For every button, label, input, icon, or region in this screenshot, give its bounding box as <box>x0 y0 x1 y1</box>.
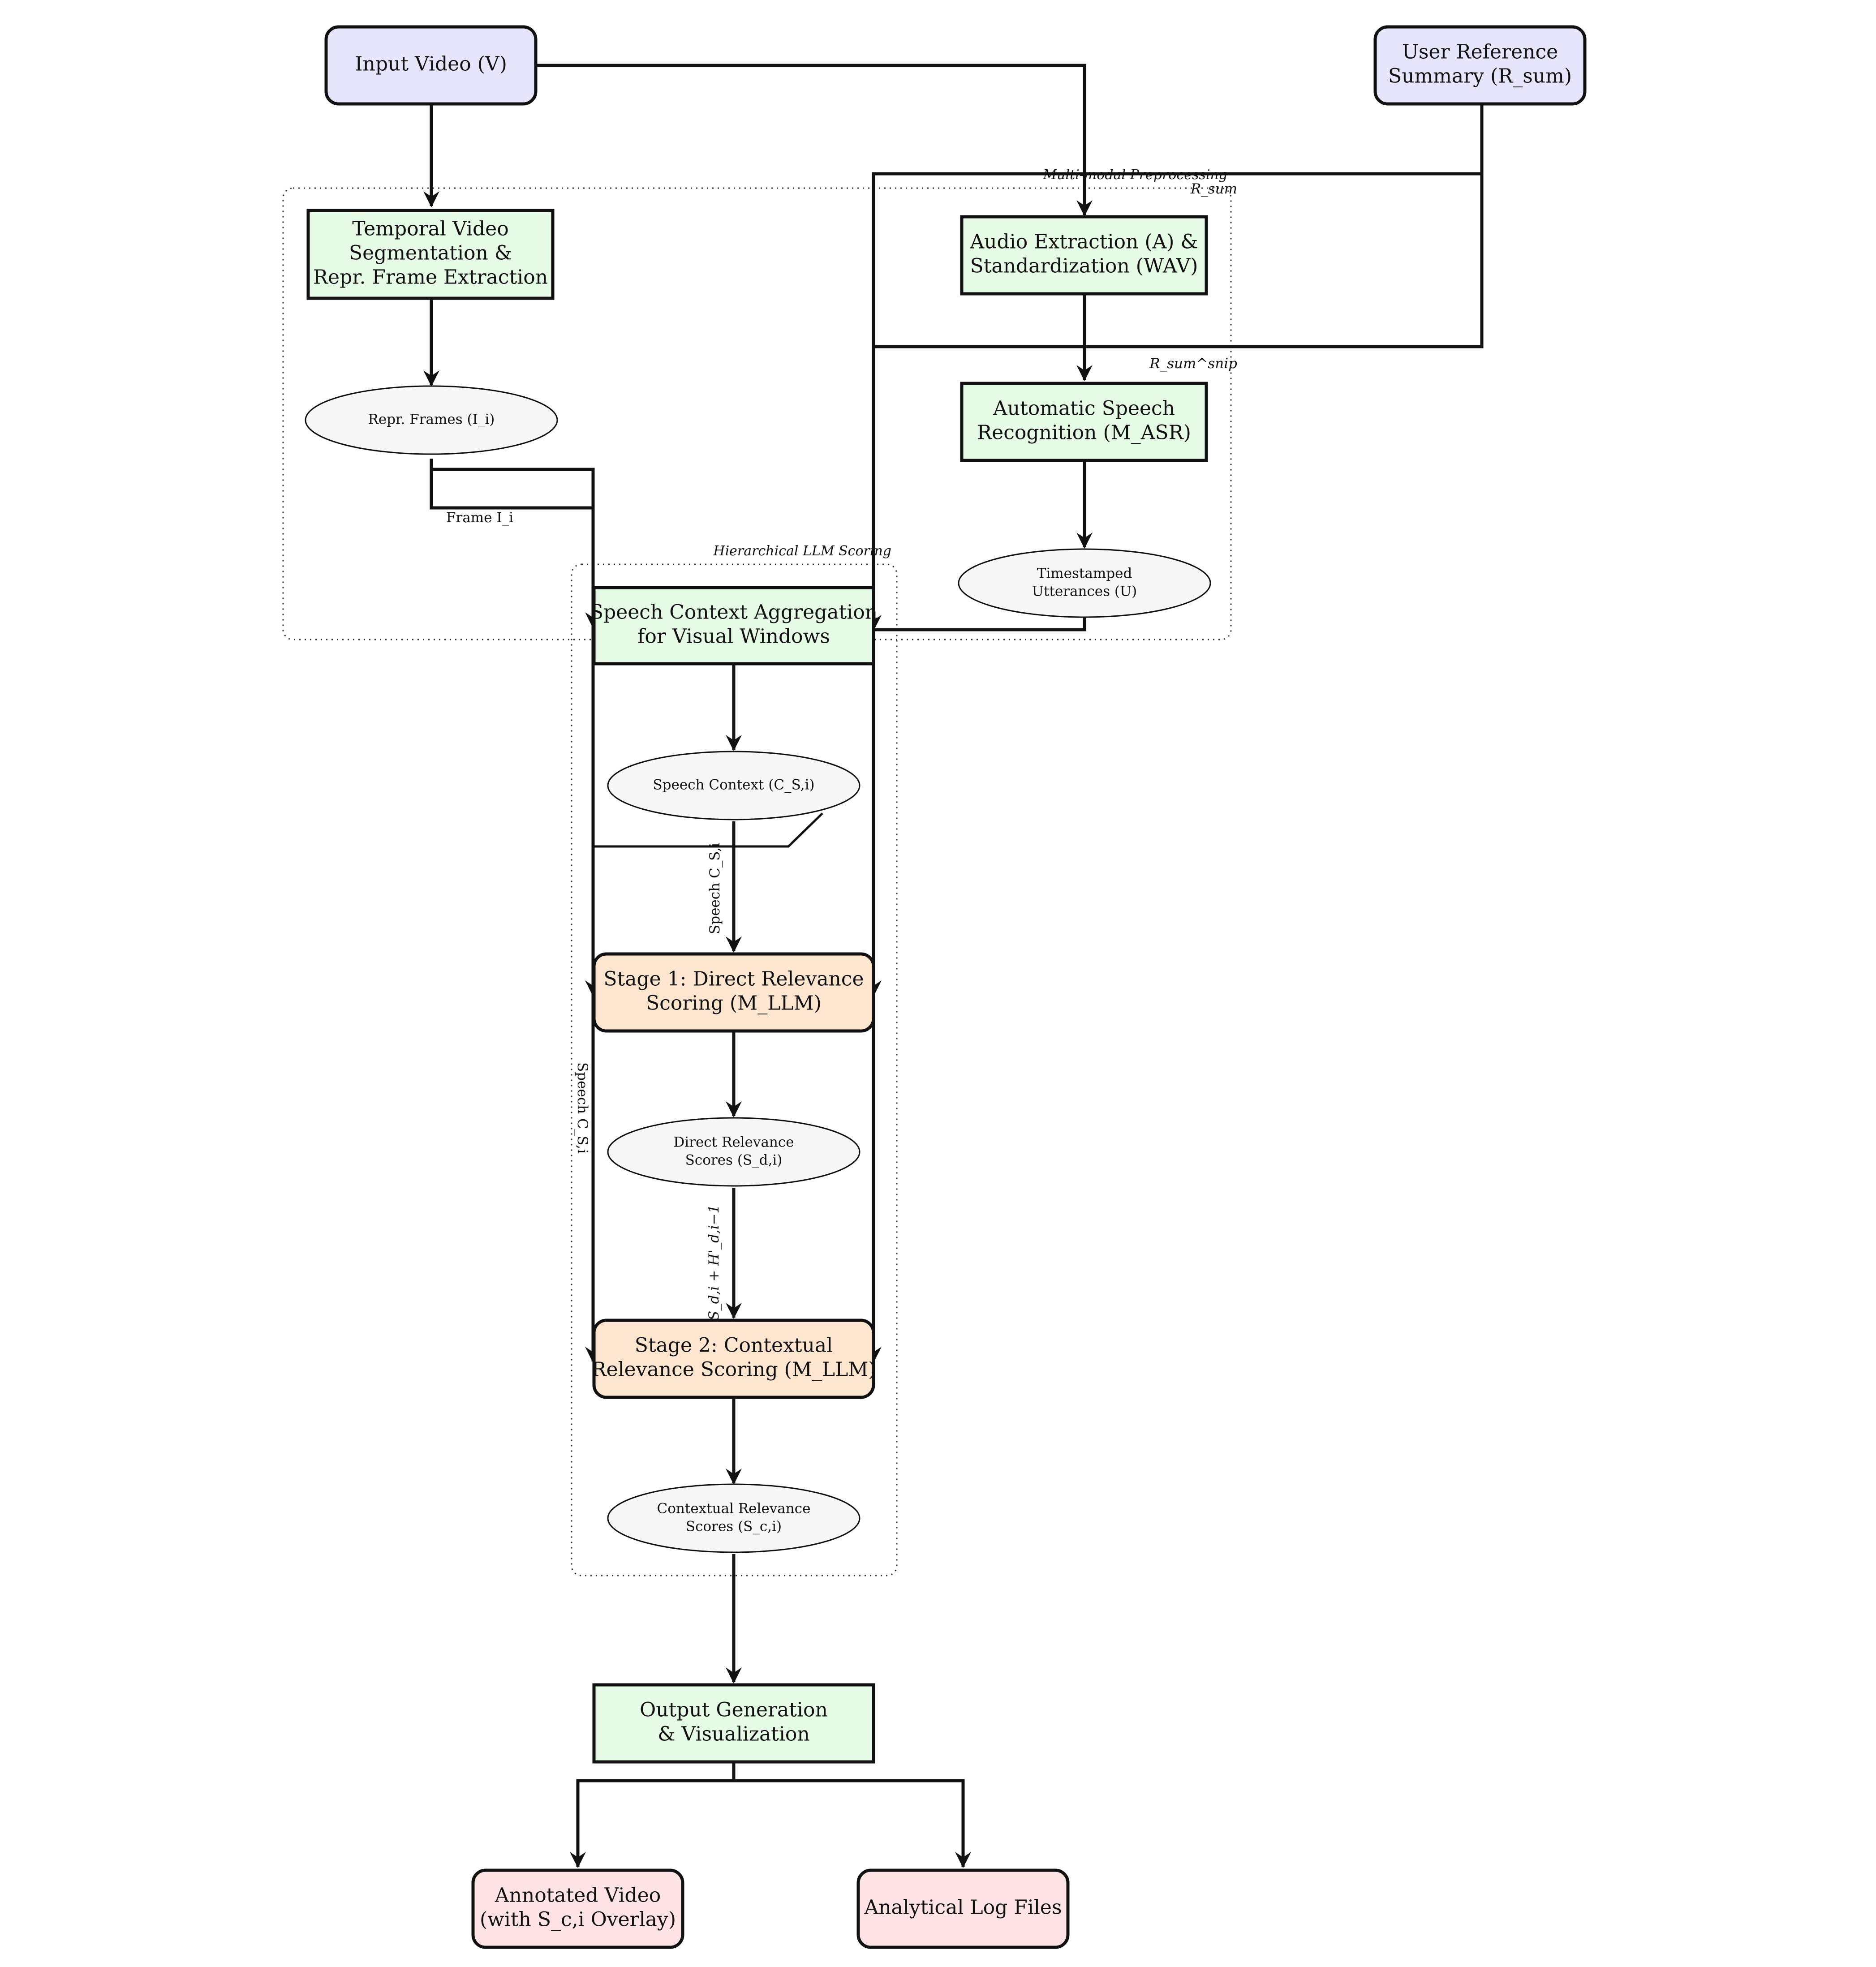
node-log-files-line-0: Analytical Log Files <box>864 1896 1062 1919</box>
node-direct-scores-shape <box>607 1117 861 1187</box>
node-temporal-seg-line-1: Segmentation & <box>349 242 512 265</box>
node-repr-frames-line-0: Repr. Frames (I_i) <box>368 412 495 428</box>
node-user-ref-shape <box>1373 25 1587 106</box>
node-asr-shape <box>960 382 1208 462</box>
node-repr-frames-shape <box>305 385 558 455</box>
edge-label-speech-context-left: Speech C_S,i <box>574 1062 590 1154</box>
edge-label-speech-context-top: Speech C_S,i <box>707 843 723 934</box>
node-audio-extract-line-0: Audio Extraction (A) & <box>969 231 1198 253</box>
edge-rsum-snip-to-stage1 <box>865 174 1484 996</box>
node-temporal-seg-shape <box>306 209 555 300</box>
node-stage2-line-0: Stage 2: Contextual <box>635 1334 833 1357</box>
edge-output-to-log-files <box>734 1779 971 1868</box>
node-speech-agg-line-0: Speech Context Aggregation <box>590 601 878 624</box>
edge-utterances-to-aggregation <box>873 617 1086 631</box>
edge-label-frame: Frame I_i <box>446 510 513 526</box>
node-audio-extract: Audio Extraction (A) &Standardization (W… <box>960 215 1208 296</box>
node-annotated-video-line-1: (with S_c,i Overlay) <box>480 1908 676 1931</box>
node-annotated-video-shape <box>471 1868 684 1949</box>
node-output-gen: Output Generation& Visualization <box>592 1683 875 1764</box>
node-user-ref-line-1: Summary (R_sum) <box>1388 65 1572 88</box>
node-direct-scores-line-0: Direct Relevance <box>673 1134 794 1151</box>
edge-labels: R_sum R_sum^snip Frame I_i Speech C_S,i … <box>446 181 1237 1320</box>
edge-speech-context-loop <box>593 812 823 848</box>
edges <box>423 64 1484 1868</box>
node-stage1-line-1: Scoring (M_LLM) <box>646 992 822 1015</box>
node-output-gen-shape <box>592 1683 875 1764</box>
node-speech-ctx-shape <box>607 751 861 820</box>
node-output-gen-line-1: & Visualization <box>658 1723 810 1746</box>
node-annotated-video: Annotated Video(with S_c,i Overlay) <box>471 1868 684 1949</box>
node-speech-ctx-line-0: Speech Context (C_S,i) <box>653 777 814 793</box>
node-stage2-line-1: Relevance Scoring (M_LLM) <box>591 1358 876 1381</box>
node-utterances-line-1: Utterances (U) <box>1032 584 1137 600</box>
node-ctx-scores-shape <box>607 1483 861 1553</box>
node-temporal-seg-line-2: Repr. Frame Extraction <box>313 266 548 289</box>
node-asr-line-0: Automatic Speech <box>993 397 1175 420</box>
node-stage1-shape <box>592 952 875 1033</box>
edge-label-rsum-snip: R_sum^snip <box>1149 356 1237 372</box>
node-stage2-shape <box>592 1318 875 1399</box>
edge-frames-to-aggregation <box>430 459 601 628</box>
node-ctx-scores-line-1: Scores (S_c,i) <box>686 1519 782 1535</box>
edge-frames-to-stage1 <box>431 468 601 996</box>
edge-label-rsum: R_sum <box>1190 181 1237 197</box>
node-direct-scores-line-1: Scores (S_d,i) <box>685 1152 783 1168</box>
node-input-video: Input Video (V) <box>324 25 538 106</box>
node-output-gen-line-0: Output Generation <box>640 1699 828 1722</box>
node-utterances-line-0: Timestamped <box>1037 566 1132 582</box>
node-ctx-scores-line-0: Contextual Relevance <box>657 1501 811 1517</box>
edge-label-score-history: S_d,i + H'_d,i−1 <box>706 1205 722 1320</box>
node-asr-line-1: Recognition (M_ASR) <box>977 421 1191 444</box>
node-repr-frames: Repr. Frames (I_i) <box>305 385 558 455</box>
node-input-video-line-0: Input Video (V) <box>355 53 507 76</box>
node-utterances-shape <box>958 548 1211 618</box>
node-input-video-shape <box>324 25 538 106</box>
edge-output-to-annotated-video <box>570 1762 736 1868</box>
node-user-ref-line-0: User Reference <box>1402 41 1558 64</box>
node-temporal-seg-line-0: Temporal Video <box>352 218 508 241</box>
region-llm-scoring: Hierarchical LLM Scoring <box>571 543 898 1576</box>
node-audio-extract-line-1: Standardization (WAV) <box>970 255 1198 278</box>
node-speech-agg-line-1: for Visual Windows <box>637 625 830 648</box>
node-speech-agg-shape <box>592 586 875 666</box>
node-log-files-shape <box>856 1868 1070 1949</box>
node-speech-ctx: Speech Context (C_S,i) <box>607 751 861 820</box>
node-audio-extract-shape <box>960 215 1208 296</box>
node-stage1-line-0: Stage 1: Direct Relevance <box>603 968 864 991</box>
node-log-files: Analytical Log Files <box>856 1868 1070 1949</box>
region-llm-scoring-label: Hierarchical LLM Scoring <box>713 543 891 559</box>
node-annotated-video-line-0: Annotated Video <box>495 1884 661 1907</box>
edge-input-to-audio <box>536 64 1093 216</box>
